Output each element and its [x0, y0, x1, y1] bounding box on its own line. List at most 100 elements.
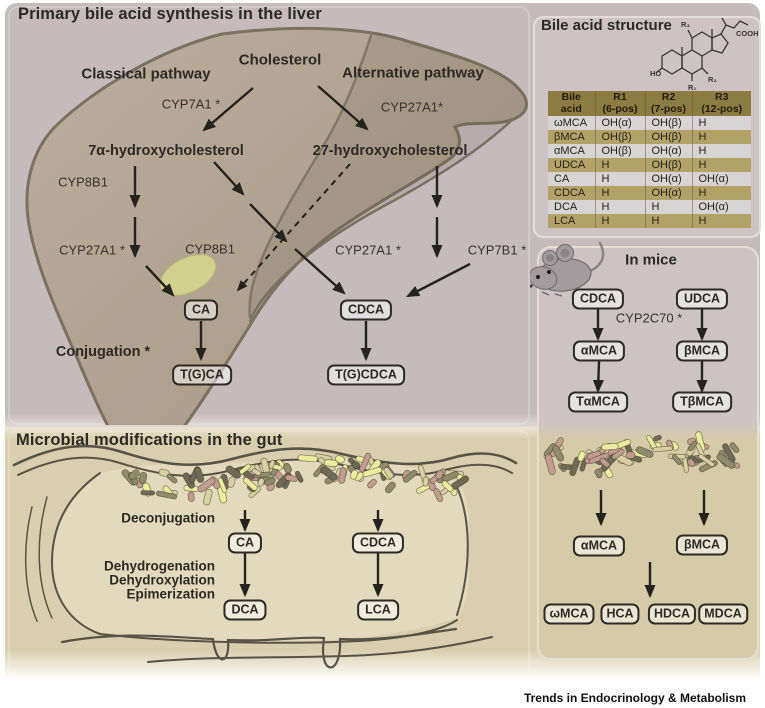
bacterium — [194, 467, 205, 483]
cholesterol-label: Cholesterol — [238, 51, 322, 69]
bacterium — [257, 477, 265, 487]
bacterium — [687, 440, 698, 452]
bacterium — [653, 434, 662, 442]
bacterium — [435, 470, 444, 480]
cyp27a1-top-label: CYP27A1* — [380, 99, 444, 115]
bacterium — [577, 450, 586, 462]
bacterium — [242, 477, 258, 491]
udca-box-mice: UDCA — [675, 288, 729, 310]
bacterium — [729, 442, 740, 454]
tamca-box: TαMCA — [568, 391, 628, 413]
bacterium — [128, 469, 140, 481]
table-cell: OH(β) — [644, 116, 692, 130]
table-cell: H — [691, 158, 751, 172]
ca-box-liver: CA — [183, 299, 219, 321]
r1-label: R₁ — [688, 83, 697, 92]
bacterium — [441, 480, 454, 492]
table-cell: OH(α) — [691, 172, 751, 186]
bacterium — [358, 452, 372, 473]
lca-box: LCA — [357, 599, 399, 621]
hdca-box: HDCA — [647, 603, 697, 625]
bacterium — [402, 469, 418, 483]
table-cell: LCA — [548, 214, 595, 228]
hca-box: HCA — [600, 603, 640, 625]
epimerization-label: Epimerization — [126, 586, 215, 602]
bacterium — [635, 446, 654, 458]
bacterium — [225, 465, 242, 479]
bacterium — [227, 476, 236, 488]
cyp7b1-label: CYP7B1 * — [467, 242, 527, 258]
mice-panel-title: In mice — [625, 251, 677, 269]
bacterium — [698, 453, 715, 467]
bacterium — [217, 477, 228, 494]
bacterium — [187, 491, 195, 502]
table-cell: CA — [548, 172, 595, 186]
table-cell: OH(β) — [644, 158, 692, 172]
mice-panel-graphics — [530, 241, 741, 599]
bacterium — [166, 473, 178, 484]
amca-box-mice: αMCA — [572, 340, 626, 362]
bacterium — [155, 490, 178, 500]
falciform-line — [248, 31, 374, 319]
bacterium — [140, 490, 156, 496]
bacterium — [264, 477, 276, 486]
bacterium — [323, 459, 339, 468]
bacterium — [297, 454, 318, 463]
cyp2c70-label: CYP2C70 * — [615, 310, 683, 326]
liver-pathway-arrows — [129, 85, 471, 362]
cooh-label: COOH — [736, 29, 758, 38]
tbmca-box: TβMCA — [672, 391, 732, 413]
r3-label: R₃ — [681, 20, 690, 29]
dca-box: DCA — [223, 599, 267, 621]
table-cell: H — [644, 214, 692, 228]
r2-label: R₂ — [708, 75, 717, 84]
liver-section-title: Primary bile acid synthesis in the liver — [18, 5, 322, 23]
bacterium — [282, 462, 292, 474]
table-cell: H — [594, 200, 645, 214]
bacterium — [611, 448, 625, 460]
bmca-box-mice: βMCA — [675, 340, 729, 362]
right-lobe-edge — [248, 119, 513, 323]
table-cell: UDCA — [548, 158, 595, 172]
bacterium — [384, 481, 396, 494]
bacterium — [687, 458, 696, 468]
table-cell: H — [691, 144, 751, 158]
bacterium — [338, 467, 347, 484]
table-cell: ωMCA — [548, 116, 595, 130]
table-cell: OH(α) — [644, 186, 692, 200]
cdca-box-liver: CDCA — [339, 299, 393, 321]
bile-acid-skeleton: HO R₁ R₂ R₃ COOH — [650, 17, 758, 92]
col-r2: R2(7-pos) — [644, 91, 692, 116]
gut-lumen — [53, 459, 470, 643]
bacterium — [284, 474, 298, 483]
table-cell: H — [691, 116, 751, 130]
bacterium — [320, 466, 338, 481]
bacterium — [601, 443, 619, 451]
omca-box: ωMCA — [543, 603, 595, 625]
table-cell: OH(β) — [594, 130, 645, 144]
table-cell: H — [691, 130, 751, 144]
structure-panel-title: Bile acid structure — [541, 17, 672, 34]
bacterium — [671, 454, 682, 465]
cyp27a1-mid-label: CYP27A1 * — [335, 242, 401, 258]
dehydroxylation-label: Dehydroxylation — [109, 572, 215, 588]
tgca-box: T(G)CA — [172, 364, 232, 386]
table-cell: OH(α) — [691, 200, 751, 214]
cyp27a1-left-label: CYP27A1 * — [59, 242, 125, 258]
7a-hydroxycholesterol-label: 7α-hydroxycholesterol — [88, 143, 244, 159]
bacterium — [625, 451, 636, 460]
bacterium — [349, 469, 359, 480]
table-cell: H — [691, 186, 751, 200]
table-cell: H — [594, 158, 645, 172]
gut-bacteria — [121, 452, 470, 506]
gut-illustration — [12, 444, 518, 669]
bacterium — [239, 463, 252, 475]
cyp8b1-left-label: CYP8B1 — [58, 174, 108, 190]
